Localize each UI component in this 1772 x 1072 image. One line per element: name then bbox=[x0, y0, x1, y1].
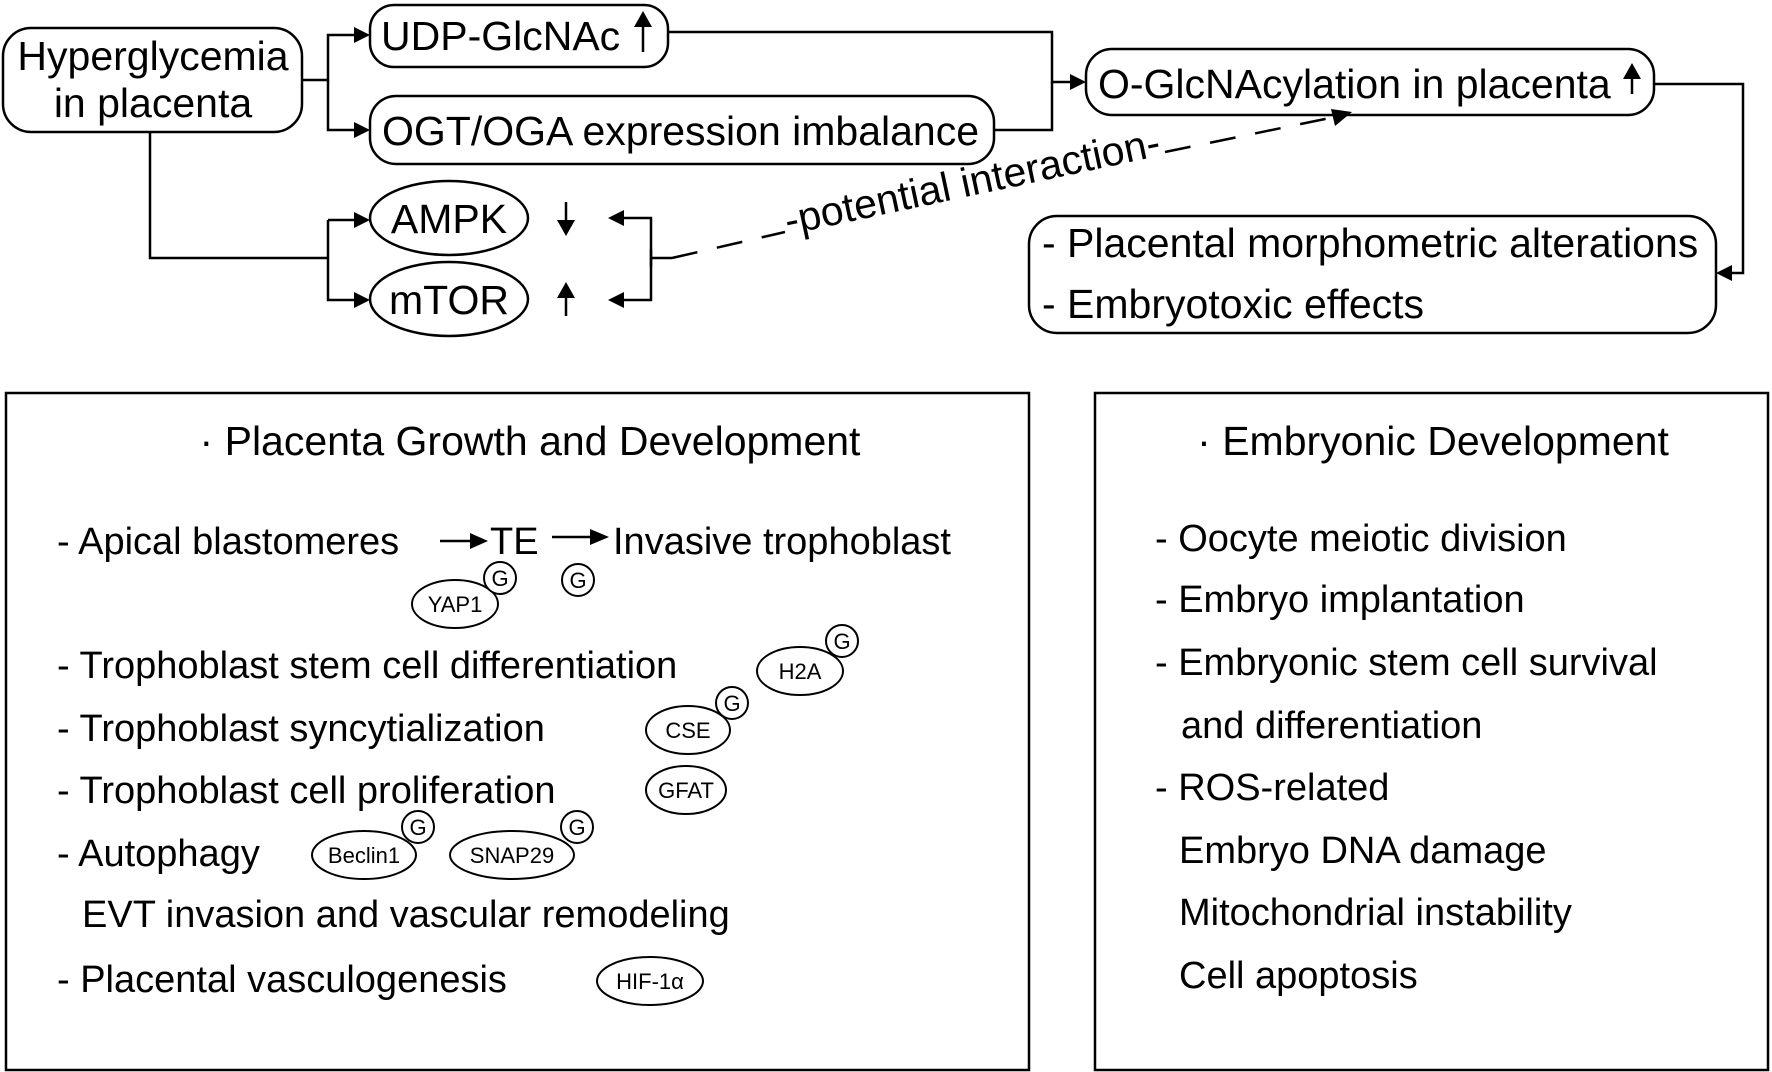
gfat-label: GFAT bbox=[658, 778, 714, 803]
te-glcnac-marker: G bbox=[561, 563, 595, 597]
cse-tag: CSE G bbox=[645, 686, 749, 755]
down-arrow-icon bbox=[557, 202, 575, 236]
placenta-panel-title: · Placenta Growth and Development bbox=[200, 418, 862, 464]
glcnac-marker: G bbox=[491, 566, 508, 591]
vasculogenesis-text: - Placental vasculogenesis bbox=[57, 959, 507, 1001]
te-text: TE bbox=[490, 521, 539, 563]
ogt-oga-label: OGT/OGA expression imbalance bbox=[382, 108, 979, 154]
oocyte-division-text: - Oocyte meiotic division bbox=[1155, 518, 1567, 560]
stem-cell-differentiation-text: and differentiation bbox=[1181, 705, 1482, 747]
glcnac-marker: G bbox=[833, 629, 850, 654]
snap29-label: SNAP29 bbox=[470, 843, 554, 868]
placenta-panel: · Placenta Growth and Development - Apic… bbox=[4, 391, 1031, 1072]
outcomes-node: - Placental morphometric alterations - E… bbox=[1027, 214, 1718, 335]
outcome-connector bbox=[1654, 82, 1745, 281]
yap1-label: YAP1 bbox=[428, 592, 483, 617]
stem-cell-differentiation-text: - Trophoblast stem cell differentiation bbox=[57, 645, 677, 687]
gfat-tag: GFAT bbox=[645, 765, 727, 815]
embryo-panel-title: · Embryonic Development bbox=[1197, 418, 1669, 464]
autophagy-text: - Autophagy bbox=[57, 833, 260, 875]
mtor-node: mTOR bbox=[368, 260, 575, 338]
snap29-tag: SNAP29 G bbox=[449, 810, 594, 880]
udp-glcnac-node: UDP-GlcNAc bbox=[368, 3, 670, 69]
up-arrow-icon bbox=[1623, 63, 1641, 94]
glcnac-marker: G bbox=[723, 691, 740, 716]
glcnac-marker: G bbox=[568, 815, 585, 840]
arrow-to-te-icon bbox=[440, 533, 488, 549]
up-arrow-icon bbox=[557, 282, 575, 316]
hif1a-label: HIF-1α bbox=[616, 969, 684, 994]
stem-cell-survival-text: - Embryonic stem cell survival bbox=[1155, 642, 1658, 684]
glcnac-marker: G bbox=[569, 568, 586, 593]
outcome-morphometric: - Placental morphometric alterations bbox=[1042, 220, 1698, 266]
hyperglycemia-label-line1: Hyperglycemia bbox=[17, 33, 288, 79]
evt-invasion-text: EVT invasion and vascular remodeling bbox=[82, 894, 730, 936]
arrow-to-invasive-icon bbox=[552, 529, 609, 545]
beclin1-tag: Beclin1 G bbox=[311, 810, 435, 880]
yap1-tag: YAP1 G bbox=[411, 561, 517, 629]
ros-related-text: - ROS-related bbox=[1155, 767, 1389, 809]
embryo-implantation-text: - Embryo implantation bbox=[1155, 579, 1525, 621]
hyperglycemia-node: Hyperglycemia in placenta bbox=[1, 26, 304, 134]
h2a-tag: H2A G bbox=[756, 624, 859, 696]
hyperglycemia-label-line2: in placenta bbox=[54, 80, 253, 126]
mitochondrial-instability-text: Mitochondrial instability bbox=[1179, 892, 1572, 934]
dna-damage-text: Embryo DNA damage bbox=[1179, 830, 1547, 872]
feedback-bracket bbox=[608, 210, 672, 308]
oglcnac-connectors bbox=[668, 30, 1086, 132]
udp-glcnac-label: UDP-GlcNAc bbox=[381, 13, 620, 59]
hif1a-tag: HIF-1α bbox=[596, 956, 704, 1006]
proliferation-text: - Trophoblast cell proliferation bbox=[57, 770, 555, 812]
ampk-label: AMPK bbox=[391, 196, 507, 242]
apical-blastomeres-text: - Apical blastomeres bbox=[57, 521, 399, 563]
o-glcnacylation-node: O-GlcNAcylation in placenta bbox=[1084, 47, 1656, 117]
glcnac-marker: G bbox=[409, 815, 426, 840]
o-glcnacylation-label: O-GlcNAcylation in placenta bbox=[1098, 61, 1611, 107]
up-arrow-icon bbox=[634, 11, 652, 52]
cell-apoptosis-text: Cell apoptosis bbox=[1179, 955, 1418, 997]
beclin1-label: Beclin1 bbox=[328, 843, 400, 868]
h2a-label: H2A bbox=[779, 659, 822, 684]
invasive-trophoblast-text: Invasive trophoblast bbox=[613, 521, 951, 563]
ampk-node: AMPK bbox=[368, 179, 575, 257]
mtor-label: mTOR bbox=[389, 277, 509, 323]
hyperglycemia-branch-connectors bbox=[148, 27, 370, 308]
syncytialization-text: - Trophoblast syncytialization bbox=[57, 708, 545, 750]
ogt-oga-node: OGT/OGA expression imbalance bbox=[368, 94, 996, 166]
cse-label: CSE bbox=[665, 718, 710, 743]
embryo-panel: · Embryonic Development - Oocyte meiotic… bbox=[1093, 391, 1770, 1072]
outcome-embryotoxic: - Embryotoxic effects bbox=[1042, 281, 1424, 327]
